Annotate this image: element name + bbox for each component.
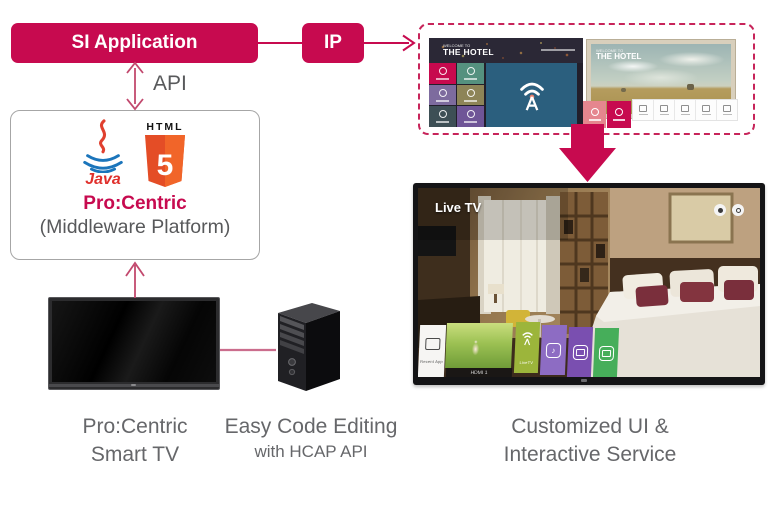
ip-label: IP <box>324 32 342 53</box>
caption-smart-tv-line2: Smart TV <box>90 443 180 466</box>
art-menu-item <box>653 100 674 120</box>
art-menu-item <box>716 100 737 120</box>
hotel-menu-welcome: WELCOME TO <box>443 43 471 48</box>
menu-tile-photo <box>457 106 484 127</box>
menu-live-panel <box>486 63 577 127</box>
history-button-icon <box>714 204 726 216</box>
art-bar-tile-home <box>607 101 631 128</box>
art-bar-tile-concierge <box>583 101 606 128</box>
middleware-box: Java HTML 5 Pro:Centric (Middleware Plat… <box>10 110 260 260</box>
api-label: API <box>153 72 187 95</box>
launcher-tile-music: ♪ <box>539 325 568 375</box>
launcher-tile-livetv: LiveTV <box>513 322 541 373</box>
tv-to-middleware-arrow-icon <box>125 261 145 298</box>
live-tv-label: Live TV <box>435 200 482 215</box>
art-menu-item <box>633 100 653 120</box>
antenna-icon <box>522 332 533 346</box>
html5-wordmark: HTML <box>146 121 184 133</box>
api-double-arrow-icon <box>126 61 144 111</box>
java-wordmark: Java <box>85 171 121 188</box>
middleware-subtitle: (Middleware Platform) <box>39 216 231 238</box>
recent-label: Recent App <box>420 359 443 364</box>
painting-tree <box>687 84 694 90</box>
live-tv-screen: Live TV Recent App HDMI 1 <box>418 188 760 377</box>
antenna-icon <box>519 82 544 111</box>
hdmi-label-bar: HDMI 1 <box>445 368 513 377</box>
livetv-tile-label: LiveTV <box>519 360 534 365</box>
photo-icon <box>572 344 588 360</box>
settings-gear-icon <box>732 204 744 216</box>
menu-tile-home <box>429 63 456 84</box>
caption-smart-tv-line1: Pro:Centric <box>82 415 188 438</box>
caption-code-editing: Easy Code Editing with HCAP API <box>216 413 406 463</box>
tv-app-icon <box>598 345 614 361</box>
customized-ui-tv: Live TV Recent App HDMI 1 <box>413 183 765 385</box>
menu-tile-channels <box>457 63 484 84</box>
hdmi-label: HDMI 1 <box>470 369 488 376</box>
si-application-box: SI Application <box>11 23 258 63</box>
lg-logo-mark <box>581 379 587 382</box>
art-menu-item <box>695 100 716 120</box>
painting-tree <box>621 88 626 92</box>
caption-customized-ui: Customized UI & Interactive Service <box>475 413 705 469</box>
launcher-input-thumbnail <box>445 323 513 368</box>
menu-tile-music <box>429 106 456 127</box>
menu-tile-info <box>457 85 484 105</box>
si-application-label: SI Application <box>71 32 198 53</box>
caption-custom-line1: Customized UI & <box>511 415 669 438</box>
ip-box: IP <box>302 23 364 63</box>
launcher-tile-tv <box>592 328 620 377</box>
hotel-menu-screenshot: WELCOME TO THE HOTEL <box>429 38 583 127</box>
caption-smart-tv: Pro:Centric Smart TV <box>40 413 230 469</box>
art-menu-item <box>674 100 695 120</box>
art-bar-menu <box>632 99 738 121</box>
lg-logo-mark <box>131 384 136 386</box>
hotel-menu-topright-text <box>541 49 575 51</box>
blank-tv-screen <box>52 301 216 382</box>
procentric-smart-tv-image <box>48 297 220 390</box>
procentric-title: Pro:Centric <box>83 193 187 214</box>
java-logo-icon <box>83 119 123 173</box>
caption-code-line1: Easy Code Editing <box>224 415 398 438</box>
music-note-icon: ♪ <box>545 342 562 358</box>
right-arrowhead-icon <box>402 34 416 52</box>
launcher-tile-photo <box>566 327 594 377</box>
launcher-recent-card: Recent App <box>418 325 447 377</box>
hotel-art-title: THE HOTEL <box>596 52 642 61</box>
hotel-menu-title: THE HOTEL <box>443 47 494 57</box>
server-tower-image <box>278 303 340 391</box>
html5-five: 5 <box>157 149 174 182</box>
html5-shield-icon: 5 <box>145 135 185 187</box>
caption-custom-line2: Interactive Service <box>503 443 677 466</box>
caption-code-line2: with HCAP API <box>254 442 368 461</box>
hotel-art-welcome: WELCOME TO <box>596 48 624 53</box>
menu-tile-services <box>429 85 456 105</box>
